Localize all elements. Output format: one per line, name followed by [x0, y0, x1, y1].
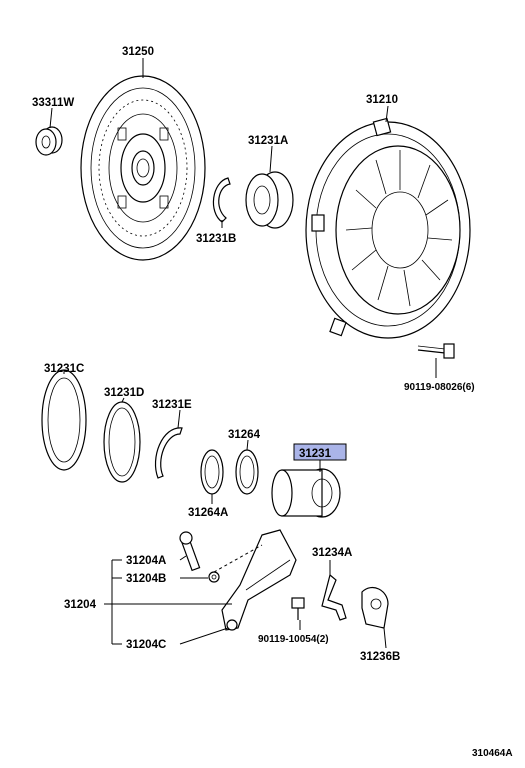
label-33311w: 33311W — [32, 97, 74, 109]
label-31236b: 31236B — [360, 651, 400, 663]
clip-31204b[interactable] — [208, 571, 220, 583]
highlight-31231 — [293, 443, 347, 461]
label-31231[interactable]: 31231 — [299, 448, 332, 460]
washer-31264a[interactable] — [200, 449, 224, 495]
snap-ring-31231e[interactable] — [154, 427, 183, 479]
release-fork-31204[interactable] — [221, 529, 297, 631]
label-31210: 31210 — [366, 94, 398, 106]
label-31234a: 31234A — [312, 547, 352, 559]
label-31231e: 31231E — [152, 399, 192, 411]
pivot-31204a[interactable] — [179, 531, 201, 572]
oil-seal-31231c[interactable] — [41, 369, 87, 471]
label-90119-10054: 90119-10054(2) — [258, 634, 329, 645]
bracket-31236b[interactable] — [361, 587, 389, 629]
label-31204b: 31204B — [126, 573, 166, 585]
label-31204c: 31204C — [126, 639, 166, 651]
washer-31264[interactable] — [235, 449, 259, 495]
bolt-90119-08026[interactable] — [417, 343, 455, 359]
clutch-disc-31250[interactable] — [80, 75, 206, 261]
leader-lines — [49, 58, 437, 649]
bolt-90119-10054[interactable] — [291, 597, 305, 620]
label-31204: 31204 — [64, 599, 97, 611]
snap-ring-31231b[interactable] — [212, 177, 231, 223]
label-31250: 31250 — [122, 46, 154, 58]
label-31231c: 31231C — [44, 363, 84, 375]
hub-31231a[interactable] — [245, 171, 294, 229]
clip-31204c[interactable] — [226, 619, 238, 631]
label-31231d: 31231D — [104, 387, 144, 399]
pilot-bearing-33311w[interactable] — [35, 126, 63, 156]
diagram-id: 310464A — [472, 748, 513, 759]
label-31231a: 31231A — [248, 135, 288, 147]
release-bearing-31231[interactable] — [271, 468, 341, 518]
label-31204a: 31204A — [126, 555, 166, 567]
ring-31231d[interactable] — [103, 401, 141, 483]
label-31264: 31264 — [228, 429, 261, 441]
label-31264a: 31264A — [188, 507, 228, 519]
spring-31234a[interactable] — [321, 573, 347, 621]
clutch-cover-31210[interactable] — [305, 117, 471, 339]
label-31231b: 31231B — [196, 233, 236, 245]
label-90119-08026: 90119-08026(6) — [404, 382, 475, 393]
